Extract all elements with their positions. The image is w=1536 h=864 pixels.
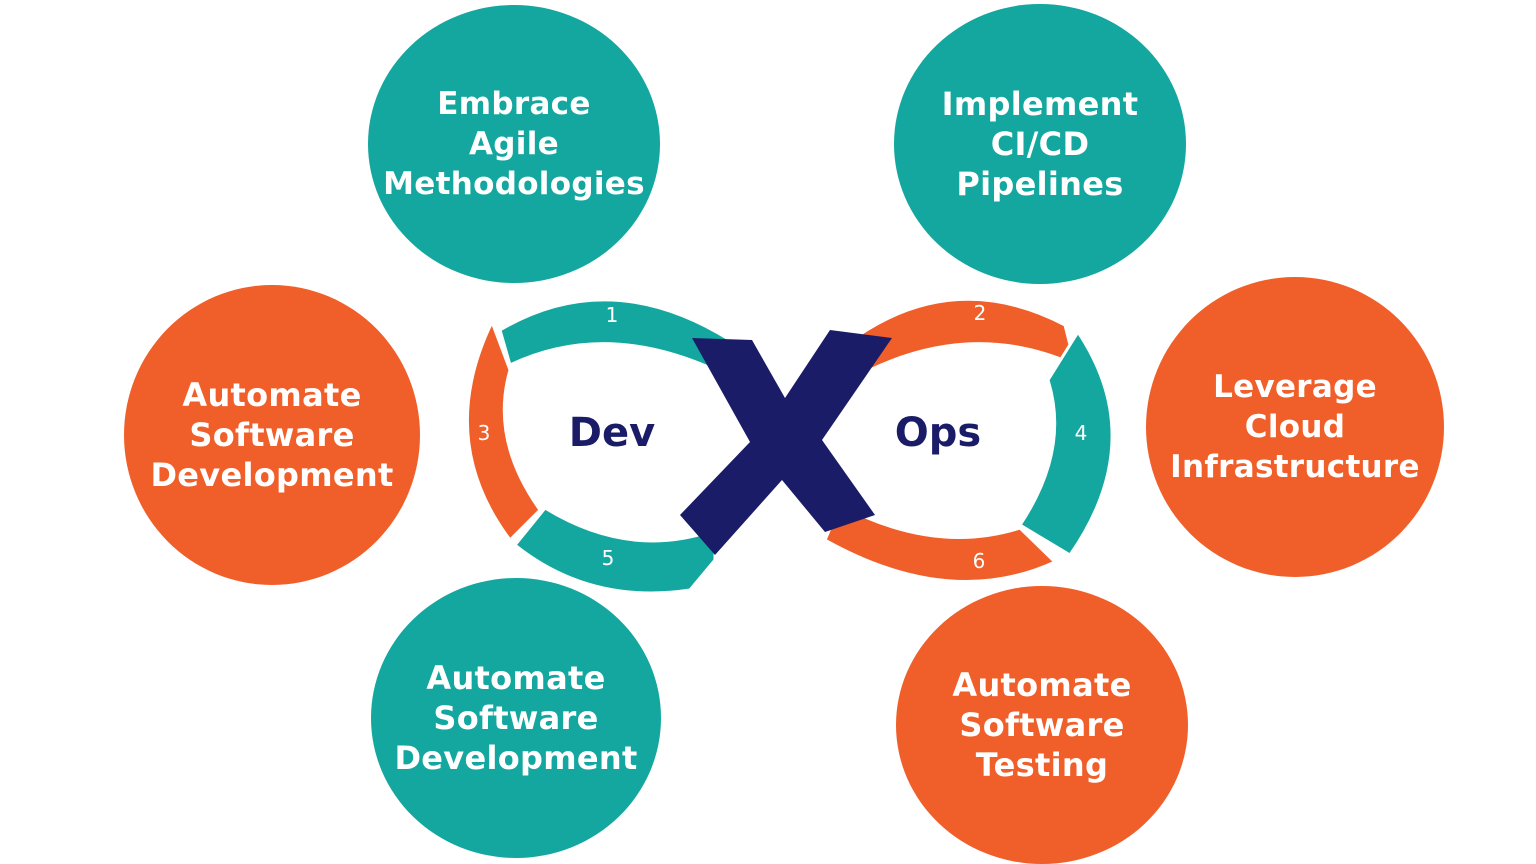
bubble-automate-development-left: Automate Software Development [124, 285, 420, 585]
step-number-5: 5 [602, 546, 615, 570]
bubble-label: Automate Software Development [394, 659, 638, 777]
loop-segment-5 [512, 506, 717, 595]
step-number-2: 2 [974, 301, 987, 325]
step-number-3: 3 [478, 421, 491, 445]
loop-segment-6 [823, 502, 1058, 583]
step-number-6: 6 [973, 549, 986, 573]
bubble-implement-cicd: Implement CI/CD Pipelines [894, 4, 1186, 284]
loop-segment-4 [1017, 329, 1114, 558]
loop-segment-3 [465, 318, 542, 543]
step-number-1: 1 [606, 303, 619, 327]
bubble-embrace-agile: Embrace Agile Methodologies [368, 5, 660, 283]
center-cross-mark [680, 330, 892, 555]
ops-label: Ops [895, 410, 981, 456]
bubble-label: Automate Software Testing [952, 666, 1132, 784]
bubble-label: Automate Software Development [150, 376, 394, 494]
devops-infinity-loop: Dev Ops 1 2 3 4 5 6 [465, 297, 1114, 595]
loop-segment-2 [842, 297, 1078, 372]
dev-label: Dev [569, 410, 655, 456]
bubble-automate-development-bottom: Automate Software Development [371, 578, 661, 858]
step-number-4: 4 [1075, 421, 1088, 445]
bubble-label: Embrace Agile Methodologies [383, 86, 645, 202]
bubble-label: Leverage Cloud Infrastructure [1170, 369, 1420, 485]
bubble-leverage-cloud: Leverage Cloud Infrastructure [1146, 277, 1444, 577]
bubble-label: Implement CI/CD Pipelines [941, 85, 1139, 203]
bubble-automate-testing: Automate Software Testing [896, 586, 1188, 864]
